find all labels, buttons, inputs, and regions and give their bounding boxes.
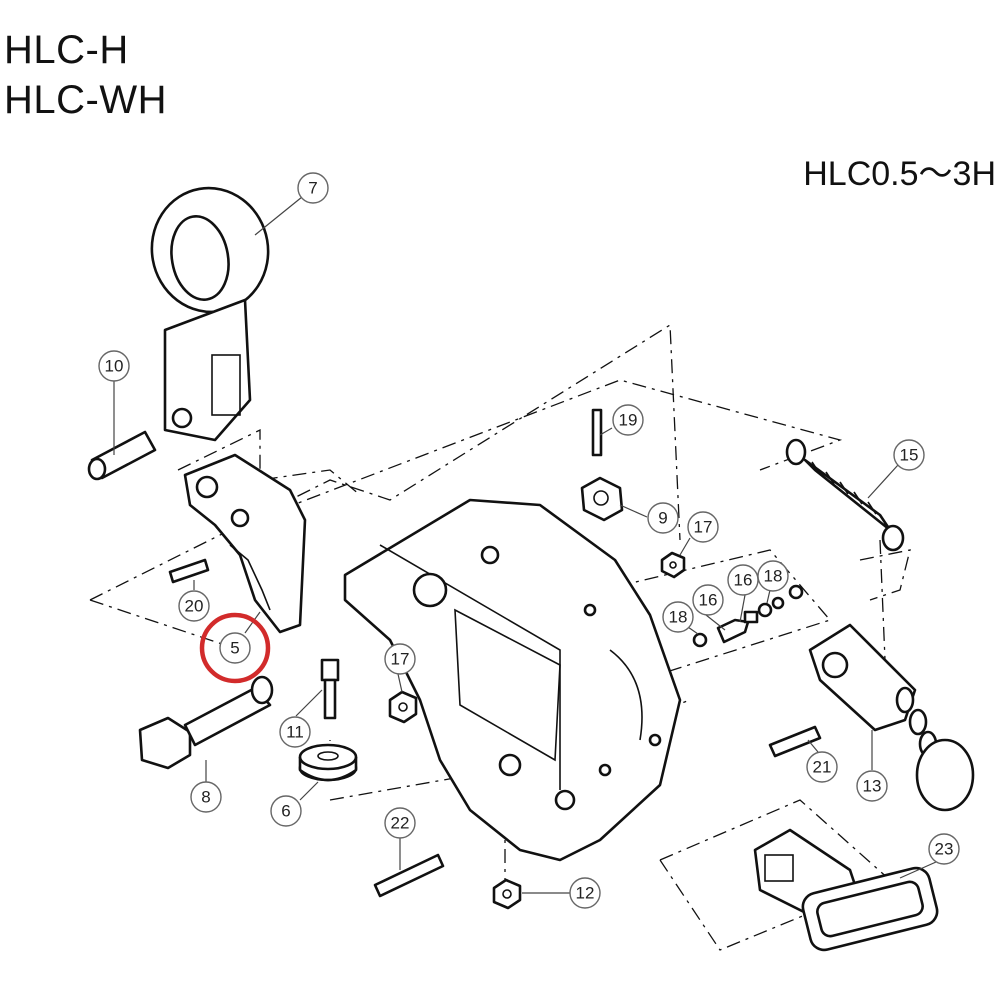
leader-lines (113, 196, 937, 894)
part-12-nut (492, 878, 522, 910)
svg-text:16: 16 (699, 591, 718, 610)
callout-19: 19 (612, 404, 644, 436)
svg-text:15: 15 (900, 446, 919, 465)
callout-9: 9 (647, 502, 679, 534)
part-22-pin (373, 853, 445, 898)
callout-16-lower: 16 (692, 584, 724, 616)
part-10-pin (87, 430, 157, 481)
part-8-bolt (138, 675, 274, 770)
svg-text:22: 22 (391, 814, 410, 833)
svg-text:23: 23 (935, 840, 954, 859)
part-17-nut-lower (388, 690, 418, 724)
callout-10: 10 (98, 350, 130, 382)
part-6-washer (298, 743, 358, 782)
callout-7: 7 (297, 172, 329, 204)
svg-text:6: 6 (281, 802, 290, 821)
callout-8: 8 (190, 781, 222, 813)
svg-text:18: 18 (669, 608, 688, 627)
model-range-label: HLC0.5～3H (803, 155, 996, 193)
callout-17-upper: 17 (687, 511, 719, 543)
svg-text:9: 9 (658, 509, 667, 528)
callout-18-upper: 18 (757, 560, 789, 592)
part-19-pin (591, 408, 603, 457)
svg-text:20: 20 (185, 597, 204, 616)
part-7-lifting-eye (150, 186, 270, 442)
callout-15: 15 (893, 439, 925, 471)
svg-text:21: 21 (813, 758, 832, 777)
svg-text:17: 17 (694, 518, 713, 537)
cam-plate (183, 453, 307, 634)
callout-18-lower: 18 (662, 601, 694, 633)
callout-11: 11 (279, 716, 311, 748)
callout-5: 5 (219, 632, 251, 664)
part-9-nut (580, 476, 624, 522)
part-20-spring-pin (168, 558, 210, 584)
model-title-2: HLC-WH (4, 78, 167, 122)
svg-text:12: 12 (576, 884, 595, 903)
callout-12: 12 (569, 877, 601, 909)
callout-20: 20 (178, 590, 210, 622)
part-11-bolt (320, 658, 340, 720)
svg-text:5: 5 (230, 639, 239, 658)
svg-text:17: 17 (391, 650, 410, 669)
callout-22: 22 (384, 807, 416, 839)
part-15-spring (785, 438, 905, 552)
callout-21: 21 (806, 751, 838, 783)
svg-text:13: 13 (863, 777, 882, 796)
highlight-ring (199, 612, 271, 684)
part-21-spring-pin (768, 725, 822, 758)
svg-text:7: 7 (308, 179, 317, 198)
callout-16-upper: 16 (727, 564, 759, 596)
part-17-nut-upper (660, 551, 686, 579)
svg-text:8: 8 (201, 788, 210, 807)
callout-17-lower: 17 (384, 643, 416, 675)
model-title-1: HLC-H (4, 28, 129, 72)
svg-text:10: 10 (105, 357, 124, 376)
callout-13: 13 (856, 770, 888, 802)
part-16-18-bolt-set (692, 584, 804, 648)
part-13-handle-bracket (808, 623, 975, 812)
svg-text:19: 19 (619, 411, 638, 430)
svg-text:11: 11 (286, 723, 304, 742)
callout-6: 6 (270, 795, 302, 827)
main-body (343, 498, 682, 862)
callout-23: 23 (928, 833, 960, 865)
svg-text:18: 18 (764, 567, 783, 586)
part-23-handle (753, 828, 939, 952)
svg-text:16: 16 (734, 571, 753, 590)
